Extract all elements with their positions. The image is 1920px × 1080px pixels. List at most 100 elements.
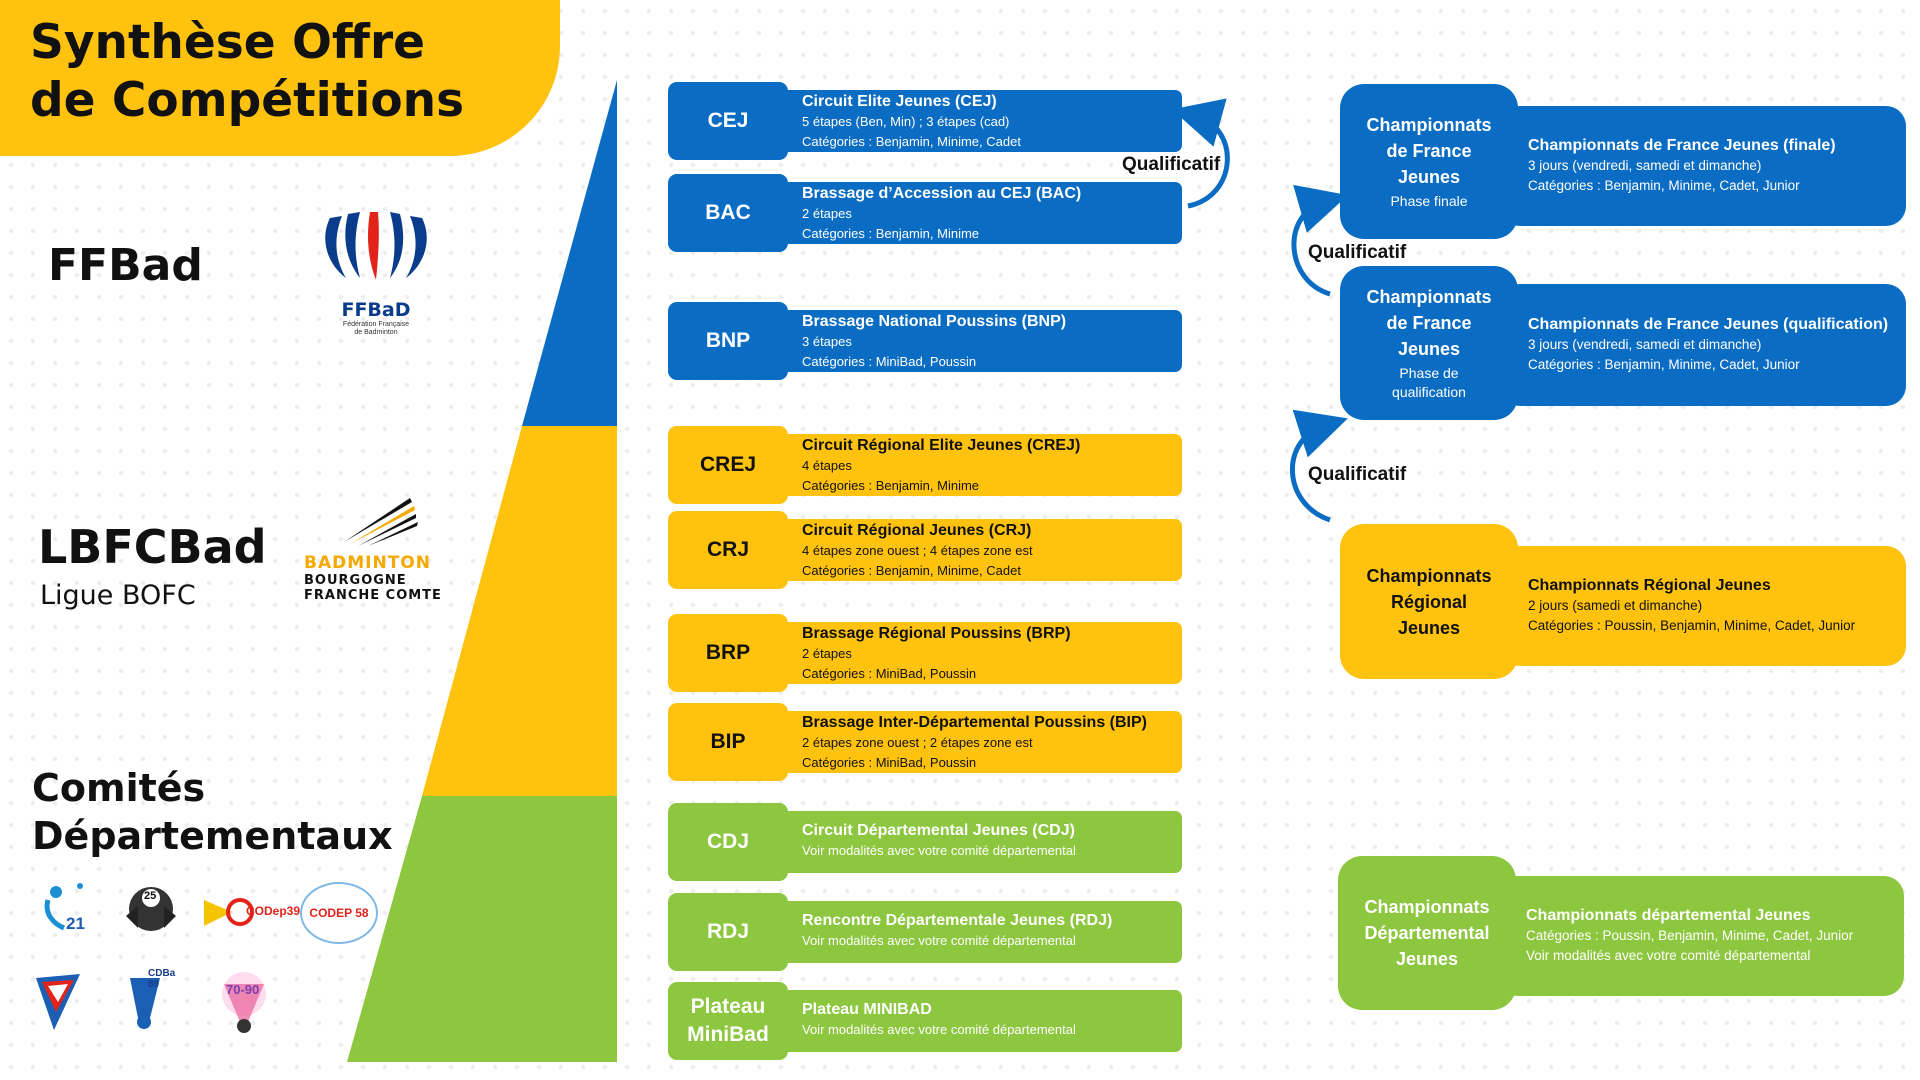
championship-name-line: Régional — [1390, 591, 1467, 612]
lbfc-logo-line-2: BOURGOGNE — [304, 573, 407, 588]
championship-line: 3 jours (vendredi, samedi et dimanche) — [1528, 337, 1762, 352]
triangle-flag-icon — [36, 974, 80, 1030]
championship-tag: Championnats Régional Jeunes — [1340, 524, 1518, 679]
codep-58-logo: CODEP 58 — [300, 882, 378, 944]
codep-25-label: 25 — [144, 890, 157, 902]
championship-name-line: Départemental — [1364, 923, 1490, 943]
codep-39-label: CODep39 — [246, 904, 301, 918]
competition-abbr: CREJ — [668, 426, 788, 504]
competition-detail: Circuit Régional Elite Jeunes (CREJ) 4 é… — [778, 434, 1182, 496]
championship-info: Championnats de France Jeunes (qualifica… — [1500, 284, 1906, 406]
competition-row-bip: BIP Brassage Inter-Départemental Poussin… — [668, 703, 1182, 781]
championship-title: Championnats de France Jeunes (qualifica… — [1528, 316, 1889, 333]
competition-title: Circuit Départemental Jeunes (CDJ) — [802, 822, 1075, 839]
competition-abbr: BNP — [668, 302, 788, 380]
competition-detail: Brassage d’Accession au CEJ (BAC) 2 étap… — [778, 182, 1182, 244]
championship-title: Championnats départemental Jeunes — [1526, 907, 1811, 924]
title-line-2: de Compétitions — [30, 73, 465, 128]
championship-info: Championnats de France Jeunes (finale) 3… — [1500, 106, 1906, 226]
codep-70-90-logo: 70-90 — [210, 968, 280, 1038]
competition-title: Brassage Régional Poussins (BRP) — [802, 625, 1071, 642]
championship-phase: Phase finale — [1390, 193, 1468, 209]
competition-row-bac: BAC Brassage d’Accession au CEJ (BAC) 2 … — [668, 174, 1182, 252]
title-line-1: Synthèse Offre — [30, 15, 426, 70]
competition-title: Brassage Inter-Départemental Poussins (B… — [802, 714, 1147, 731]
pyramid-blue-band — [522, 80, 617, 426]
competition-line: Catégories : MiniBad, Poussin — [802, 666, 977, 681]
championship-regional: Championnats Régional Jeunes Championnat… — [1340, 524, 1906, 679]
competition-line: Catégories : Benjamin, Minime — [802, 478, 980, 493]
level-name-regional: LBFCBad — [38, 520, 267, 574]
lbfc-logo-line-3: FRANCHE COMTE — [304, 588, 442, 603]
championship-france-finale: Championnats de France Jeunes Phase fina… — [1340, 84, 1906, 239]
championship-name-line: Jeunes — [1397, 339, 1461, 359]
competition-detail: Brassage National Poussins (BNP) 3 étape… — [778, 310, 1182, 372]
competition-line: 3 étapes — [802, 334, 852, 349]
ffbad-logo-text: FFBaD — [341, 299, 411, 321]
competition-line: Voir modalités avec votre comité départe… — [802, 843, 1076, 858]
crest-lions-icon — [126, 887, 176, 931]
competition-line: 4 étapes — [802, 458, 852, 473]
championship-line: Catégories : Poussin, Benjamin, Minime, … — [1528, 618, 1856, 633]
ffbad-logo-sub-1: Fédération Française — [342, 321, 410, 328]
shuttlecock-icon — [130, 978, 160, 1029]
qualificatif-label-regional: Qualificatif — [1308, 464, 1407, 485]
arrow-qualif-to-finale — [1291, 184, 1349, 297]
codep-58-label: CODEP 58 — [309, 906, 369, 920]
competition-abbr-line-1: Plateau — [690, 995, 766, 1018]
qualificatif-label-national: Qualificatif — [1122, 154, 1221, 175]
codep-21-logo: 21 — [34, 878, 94, 938]
championship-name-line: Championnats — [1366, 115, 1492, 135]
competition-row-cej: CEJ Circuit Elite Jeunes (CEJ) 5 étapes … — [668, 82, 1182, 160]
competition-row-bnp: BNP Brassage National Poussins (BNP) 3 é… — [668, 302, 1182, 380]
codep-39-logo: CODep39 — [202, 890, 300, 936]
competition-title: Circuit Régional Jeunes (CRJ) — [802, 522, 1032, 539]
championship-name-line: de France — [1386, 141, 1472, 161]
competition-detail: Circuit Départemental Jeunes (CDJ) Voir … — [778, 811, 1182, 873]
championship-line: 2 jours (samedi et dimanche) — [1528, 598, 1703, 613]
competition-line: Catégories : Benjamin, Minime, Cadet — [802, 563, 1021, 578]
competition-line: Voir modalités avec votre comité départe… — [802, 933, 1076, 948]
competition-abbr: BRP — [668, 614, 788, 692]
codep-89-label: CDBa 89 — [148, 968, 176, 990]
competition-line: 2 étapes zone ouest ; 2 étapes zone est — [802, 735, 1033, 750]
shuttle-target-icon — [204, 898, 254, 926]
competition-title: Brassage d’Accession au CEJ (BAC) — [802, 185, 1082, 202]
arrow-bac-to-cej — [1171, 98, 1230, 209]
competition-line: 5 étapes (Ben, Min) ; 3 étapes (cad) — [802, 114, 1010, 129]
level-name-departmental-line-2: Départementaux — [32, 814, 393, 858]
colorful-shuttlecock-icon — [222, 972, 266, 1033]
competition-detail: Circuit Elite Jeunes (CEJ) 5 étapes (Ben… — [778, 90, 1182, 152]
competition-line: Catégories : Benjamin, Minime — [802, 226, 980, 241]
codep-21-label: 21 — [66, 914, 85, 933]
championship-title: Championnats de France Jeunes (finale) — [1528, 137, 1836, 154]
championship-name-line: de France — [1386, 313, 1472, 333]
codep-89-logo: CDBa 89 — [120, 968, 186, 1034]
competition-row-cdj: CDJ Circuit Départemental Jeunes (CDJ) V… — [668, 803, 1182, 881]
championship-name-line: Jeunes — [1395, 949, 1459, 969]
ffbad-logo-sub-2: de Badminton — [354, 329, 398, 336]
title-banner — [0, 0, 560, 156]
competition-title: Circuit Elite Jeunes (CEJ) — [802, 93, 997, 110]
championship-line: Catégories : Poussin, Benjamin, Minime, … — [1526, 928, 1854, 943]
level-name-national: FFBad — [48, 240, 203, 291]
competition-abbr: CDJ — [668, 803, 788, 881]
competition-title: Plateau MINIBAD — [802, 1001, 932, 1018]
competition-line: 2 étapes — [802, 206, 852, 221]
competition-title: Brassage National Poussins (BNP) — [802, 313, 1067, 330]
competition-abbr: BAC — [668, 174, 788, 252]
competition-abbr: Plateau MiniBad — [668, 982, 788, 1060]
championship-line: Catégories : Benjamin, Minime, Cadet, Ju… — [1528, 357, 1800, 372]
competition-title: Rencontre Départementale Jeunes (RDJ) — [802, 912, 1113, 929]
codep-25-logo: 25 — [118, 876, 184, 942]
committee-logos: 21 25 CODep39 CODEP 58 CDBa 89 70-90 — [34, 876, 378, 1038]
competition-line: Catégories : MiniBad, Poussin — [802, 755, 977, 770]
championship-info: Championnats départemental Jeunes Catégo… — [1498, 876, 1904, 996]
competition-detail: Circuit Régional Jeunes (CRJ) 4 étapes z… — [778, 519, 1182, 581]
competition-abbr: RDJ — [668, 893, 788, 971]
championship-info: Championnats Régional Jeunes 2 jours (sa… — [1500, 546, 1906, 666]
competition-abbr: CEJ — [668, 82, 788, 160]
level-name-departmental-line-1: Comités — [32, 766, 206, 810]
level-name-departmental: Comités Départementaux — [32, 764, 393, 860]
